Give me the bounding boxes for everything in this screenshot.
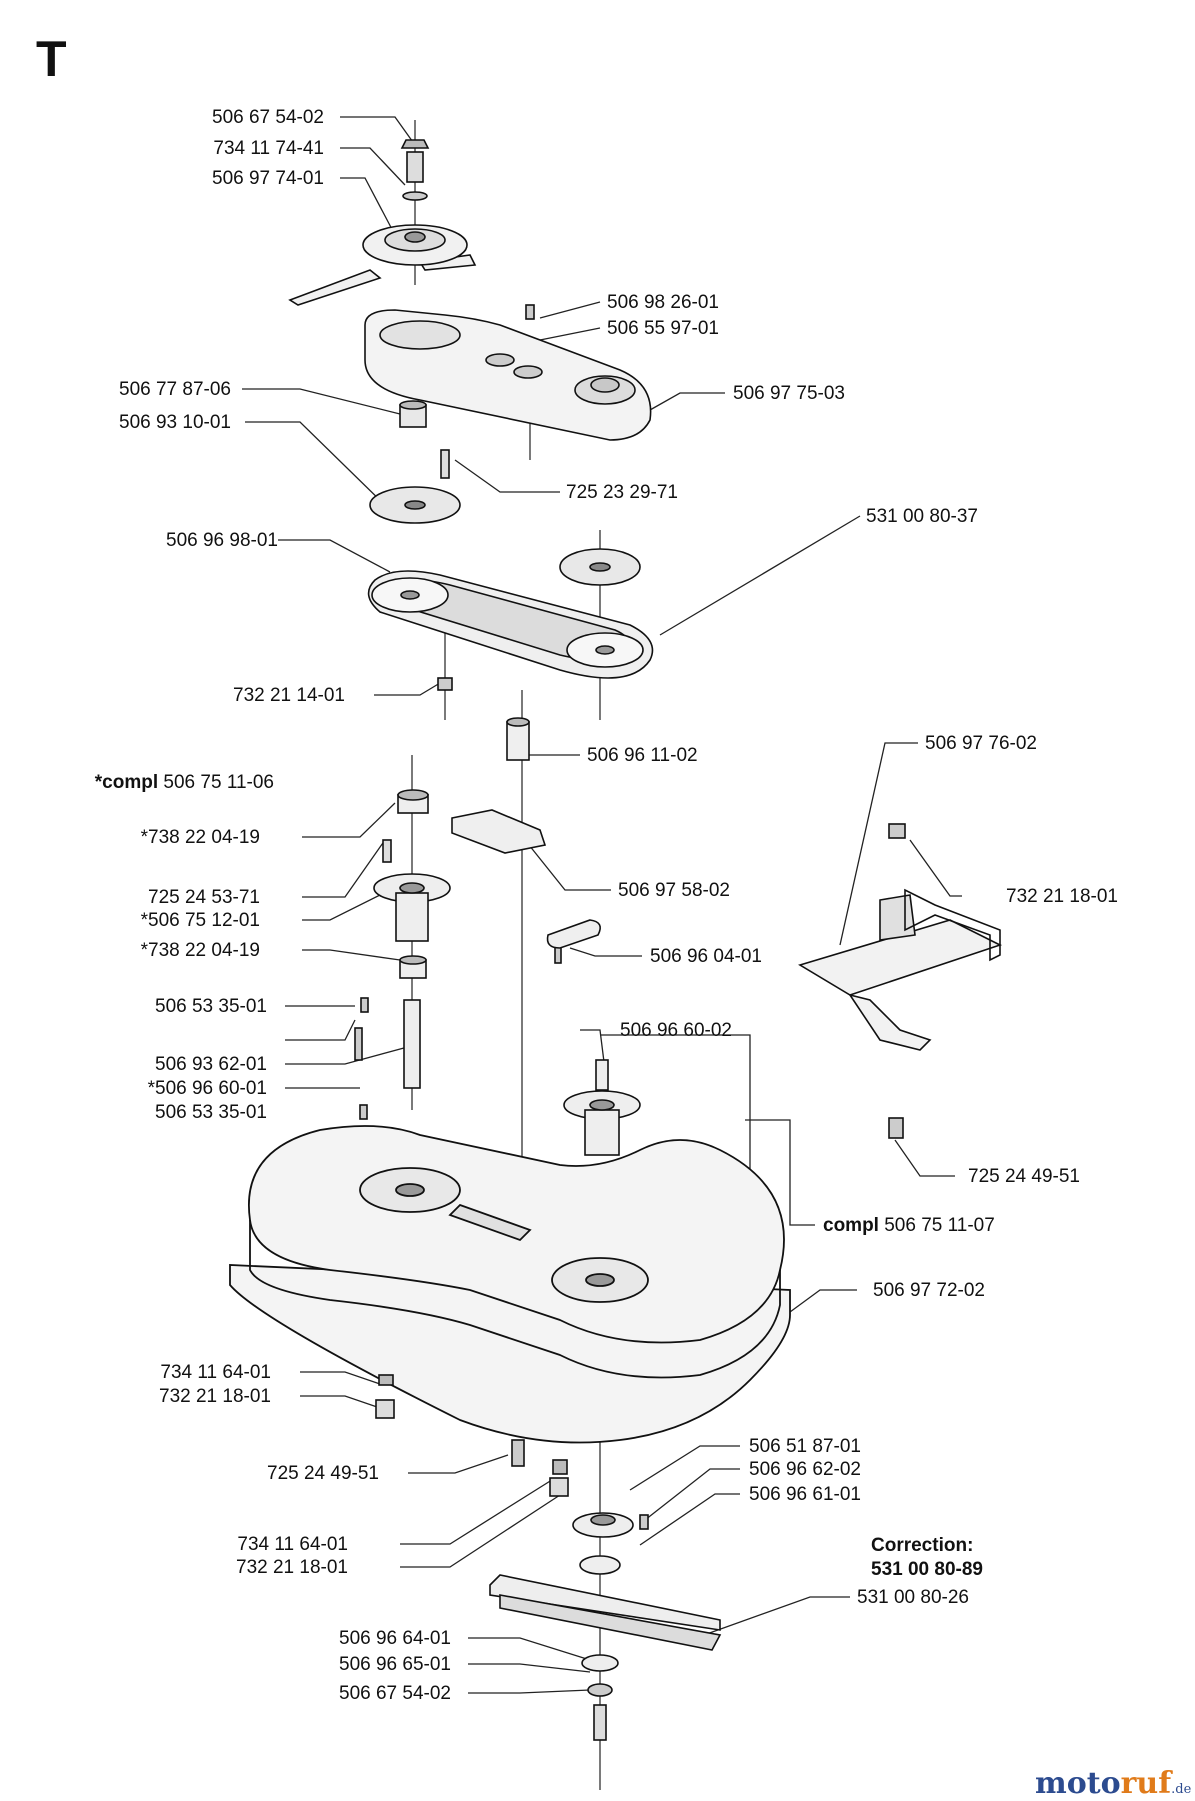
label-531-00-80-37: 531 00 80-37	[866, 506, 978, 527]
label-506-96-65-01: 506 96 65-01	[339, 1654, 451, 1675]
label-734-11-64-01-a: 734 11 64-01	[160, 1362, 271, 1383]
label-506-67-54-02-b: 506 67 54-02	[339, 1683, 451, 1704]
label-506-97-76-02: 506 97 76-02	[925, 733, 1037, 754]
label-738-22-04-19-a: *738 22 04-19	[140, 827, 260, 848]
label-506-55-97-01: 506 55 97-01	[607, 318, 719, 339]
belt-cover	[364, 304, 652, 441]
bracket-plate	[451, 809, 601, 964]
label-506-96-60-02: 506 96 60-02	[620, 1020, 732, 1041]
top-pulley	[288, 139, 477, 306]
section-letter: T	[36, 31, 67, 87]
label-506-77-87-06: 506 77 87-06	[119, 379, 231, 400]
label-725-24-49-51-b: 725 24 49-51	[267, 1463, 379, 1484]
label-506-96-11-02: 506 96 11-02	[587, 745, 698, 766]
label-506-97-58-02: 506 97 58-02	[618, 880, 730, 901]
label-506-97-72-02: 506 97 72-02	[873, 1280, 985, 1301]
label-531-00-80-26: 531 00 80-26	[857, 1587, 969, 1608]
belt-assembly	[367, 570, 654, 761]
correction-note: Correction: 531 00 80-89	[871, 1534, 983, 1582]
spindle-left	[354, 789, 451, 1120]
spindle-right	[563, 1059, 641, 1156]
switch-bracket	[798, 823, 1003, 1139]
label-506-53-35-01-b: 506 53 35-01	[155, 1102, 267, 1123]
label-506-98-26-01: 506 98 26-01	[607, 292, 719, 313]
label-725-23-29-71: 725 23 29-71	[566, 482, 678, 503]
label-732-21-18-01-a: 732 21 18-01	[1006, 886, 1118, 907]
label-506-51-87-01: 506 51 87-01	[749, 1436, 861, 1457]
correction-number: 531 00 80-89	[871, 1559, 983, 1580]
label-506-96-61-01: 506 96 61-01	[749, 1484, 861, 1505]
label-734-11-64-01-b: 734 11 64-01	[237, 1534, 348, 1555]
blade-parts	[375, 1374, 722, 1741]
label-506-97-74-01: 506 97 74-01	[212, 168, 324, 189]
label-506-67-54-02: 506 67 54-02	[212, 107, 324, 128]
label-734-11-74-41: 734 11 74-41	[213, 138, 324, 159]
label-725-24-49-51-a: 725 24 49-51	[968, 1166, 1080, 1187]
watermark-logo: motoruf.de	[1035, 1766, 1192, 1801]
label-506-97-75-03: 506 97 75-03	[733, 383, 845, 404]
mower-deck	[229, 1125, 791, 1444]
label-732-21-18-01-c: 732 21 18-01	[236, 1557, 348, 1578]
label-732-21-14-01: 732 21 14-01	[233, 685, 345, 706]
correction-title: Correction:	[871, 1535, 974, 1556]
label-506-96-64-01: 506 96 64-01	[339, 1628, 451, 1649]
label-506-75-12-01: *506 75 12-01	[140, 910, 260, 931]
label-725-24-53-71: 725 24 53-71	[148, 887, 260, 908]
bearing-parts	[369, 400, 641, 586]
label-506-96-04-01: 506 96 04-01	[650, 946, 762, 967]
label-506-96-98-01: 506 96 98-01	[166, 530, 278, 551]
label-506-93-62-01: 506 93 62-01	[155, 1054, 267, 1075]
label-506-96-62-02: 506 96 62-02	[749, 1459, 861, 1480]
label-compl-506-75-11-07: compl 506 75 11-07	[823, 1215, 995, 1236]
label-compl-506-75-11-06: *compl 506 75 11-06	[94, 772, 274, 793]
label-506-93-10-01: 506 93 10-01	[119, 412, 231, 433]
leader-lines	[242, 116, 962, 1694]
label-506-53-35-01-a: 506 53 35-01	[155, 996, 267, 1017]
label-738-22-04-19-b: *738 22 04-19	[140, 940, 260, 961]
label-506-96-60-01: *506 96 60-01	[147, 1078, 267, 1099]
label-732-21-18-01-b: 732 21 18-01	[159, 1386, 271, 1407]
